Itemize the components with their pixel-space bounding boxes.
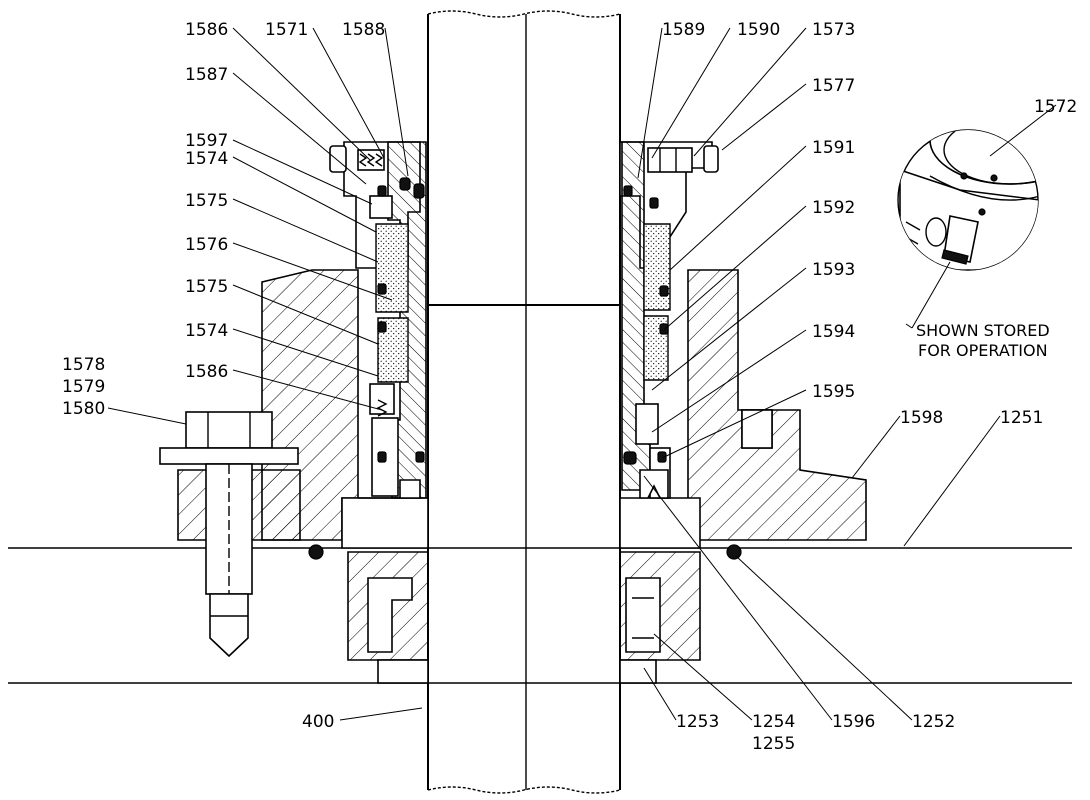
callout-1574-top: 1574 xyxy=(185,149,228,169)
oring-right-surface xyxy=(726,544,742,560)
callout-labels: 1586 1571 1588 1587 1597 1574 1575 1576 … xyxy=(62,20,1077,754)
callout-1573: 1573 xyxy=(812,20,855,40)
callout-1253: 1253 xyxy=(676,712,719,732)
oring-left-surface xyxy=(308,544,324,560)
right-cartridge xyxy=(619,141,719,499)
callout-1572: 1572 xyxy=(1034,97,1077,117)
callout-1586-top: 1586 xyxy=(185,20,228,40)
callout-1598: 1598 xyxy=(900,408,943,428)
callout-1586-low: 1586 xyxy=(185,362,228,382)
callout-1592: 1592 xyxy=(812,198,855,218)
callout-1594: 1594 xyxy=(812,322,855,342)
lower-casing xyxy=(347,551,701,684)
hex-bolt xyxy=(159,411,299,658)
shaft xyxy=(427,10,621,794)
callout-1255: 1255 xyxy=(752,734,795,754)
callout-1587: 1587 xyxy=(185,65,228,85)
callout-1590: 1590 xyxy=(737,20,780,40)
callout-1597: 1597 xyxy=(185,131,228,151)
note-for-operation: FOR OPERATION xyxy=(918,341,1048,360)
callout-1578: 1578 xyxy=(62,355,105,375)
callout-1591: 1591 xyxy=(812,138,855,158)
callout-1596: 1596 xyxy=(832,712,875,732)
reference-lines xyxy=(8,304,1072,684)
callout-1251: 1251 xyxy=(1000,408,1043,428)
callout-1588: 1588 xyxy=(342,20,385,40)
callout-400: 400 xyxy=(302,712,334,732)
detail-view xyxy=(897,129,1039,271)
callout-1589: 1589 xyxy=(662,20,705,40)
left-cartridge xyxy=(329,141,427,499)
callout-1574-mid: 1574 xyxy=(185,321,228,341)
callout-1571: 1571 xyxy=(265,20,308,40)
right-bolt-head xyxy=(741,409,773,449)
callout-1580: 1580 xyxy=(62,399,105,419)
callout-1575-top: 1575 xyxy=(185,191,228,211)
callout-1575-mid: 1575 xyxy=(185,277,228,297)
callout-1576: 1576 xyxy=(185,235,228,255)
note-shown-stored: SHOWN STORED xyxy=(916,321,1050,340)
callout-1577: 1577 xyxy=(812,76,855,96)
callout-1579: 1579 xyxy=(62,377,105,397)
callout-1593: 1593 xyxy=(812,260,855,280)
callout-1254: 1254 xyxy=(752,712,795,732)
callout-1595: 1595 xyxy=(812,382,855,402)
gland-housing xyxy=(177,269,867,549)
leader-lines xyxy=(107,27,1057,721)
callout-1252: 1252 xyxy=(912,712,955,732)
